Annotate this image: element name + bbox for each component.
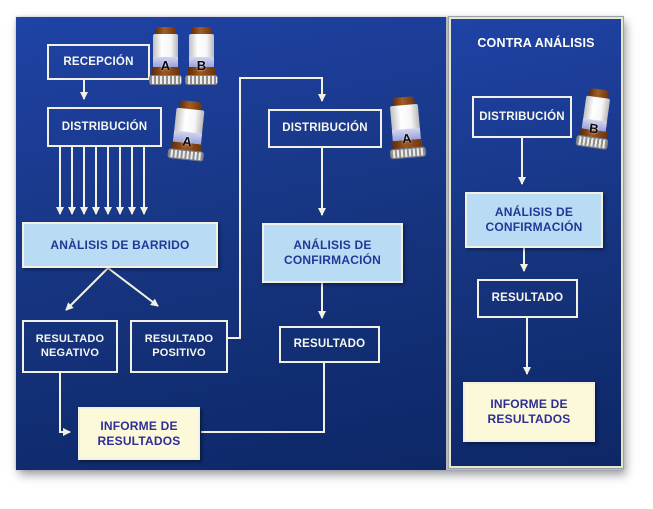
bottle-base xyxy=(389,146,427,160)
bottle-band xyxy=(187,67,216,75)
recepcion-box: RECEPCIÓN xyxy=(47,44,150,80)
bottle-body: B xyxy=(188,34,215,73)
bottle-body: B xyxy=(581,95,611,136)
distribucion-middle-box: DISTRIBUCIÓN xyxy=(268,109,382,148)
resultado-right-box: RESULTADO xyxy=(477,279,578,318)
bottle-liquid xyxy=(188,57,215,68)
bottle-base xyxy=(149,74,182,85)
informe-resultados-left-box: INFORME DE RESULTADOS xyxy=(78,407,200,460)
bottle-letter: A xyxy=(181,133,193,149)
bottle-letter: A xyxy=(401,130,413,147)
bottle-liquid xyxy=(152,57,179,68)
contra-analisis-title: CONTRA ANÁLISIS xyxy=(477,36,595,50)
analisis-confirmacion-right-box: ANÁLISIS DE CONFIRMACIÓN xyxy=(465,192,603,248)
bottle-cap xyxy=(155,27,176,35)
sample-bottle-a-middle-icon: A xyxy=(386,96,427,165)
sample-bottle-a-distribucion-icon: A xyxy=(167,99,209,166)
resultado-positivo-box: RESULTADO POSITIVO xyxy=(130,320,228,373)
informe-resultados-right-box: INFORME DE RESULTADOS xyxy=(463,382,595,442)
sample-bottle-b-icon: B xyxy=(185,27,218,89)
sample-bottle-a-icon: A xyxy=(149,27,182,89)
bottle-base xyxy=(185,74,218,85)
bottle-band xyxy=(151,67,180,75)
bottle-body: A xyxy=(389,103,421,146)
bottle-body: A xyxy=(152,34,179,73)
resultado-middle-box: RESULTADO xyxy=(279,326,380,363)
distribucion-right-box: DISTRIBUCIÓN xyxy=(472,96,572,138)
analisis-barrido-box: ANÀLISIS DE BARRIDO xyxy=(22,222,218,268)
analisis-confirmacion-middle-box: ANÁLISIS DE CONFIRMACIÓN xyxy=(262,223,403,283)
resultado-negativo-box: RESULTADO NEGATIVO xyxy=(22,320,118,373)
bottle-letter: B xyxy=(196,58,207,74)
bottle-cap xyxy=(191,27,212,35)
distribucion-left-box: DISTRIBUCIÓN xyxy=(47,107,162,147)
bottle-letter: A xyxy=(160,58,171,74)
bottle-body: A xyxy=(173,107,205,149)
